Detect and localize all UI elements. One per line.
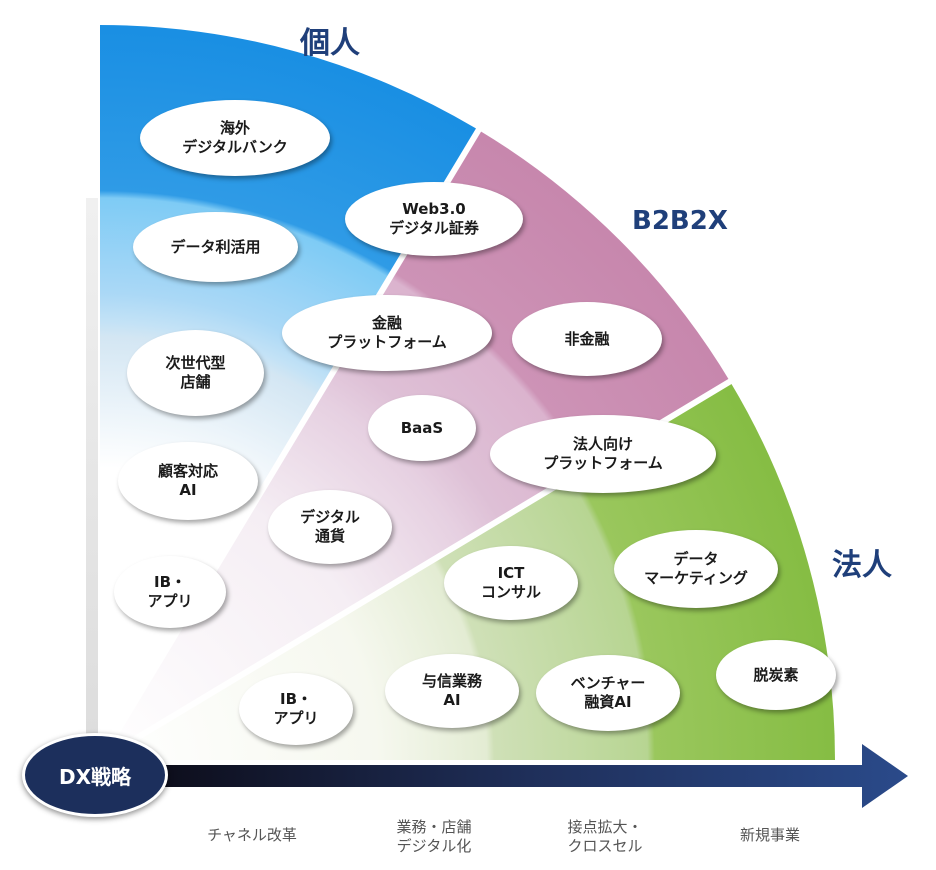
initiative-line: アプリ xyxy=(147,592,193,610)
initiative-next-gen-branch: 次世代型店舗 xyxy=(127,330,264,416)
initiative-line: デジタルバンク xyxy=(182,138,288,156)
fan-left-edge xyxy=(86,198,98,760)
initiative-line: 金融 xyxy=(371,314,402,332)
segment-label-b2b2x: B2B2X xyxy=(632,206,728,236)
initiative-data-marketing: データマーケティング xyxy=(614,530,778,608)
axis-stage-line: クロスセル xyxy=(567,837,643,855)
segment-label-corporate: 法人 xyxy=(832,548,892,583)
initiative-digital-currency: デジタル通貨 xyxy=(268,490,392,564)
initiative-ib-app-individual: IB・アプリ xyxy=(114,556,226,628)
axis-stage-label: 新規事業 xyxy=(700,826,840,845)
initiative-line: 与信業務 xyxy=(421,672,482,690)
initiative-line: 顧客対応 xyxy=(157,462,218,480)
initiative-line: 脱炭素 xyxy=(753,665,799,684)
initiative-line: コンサル xyxy=(480,583,541,601)
maturity-axis-arrow xyxy=(150,744,908,808)
initiative-line: データ利活用 xyxy=(170,237,261,256)
initiative-line: 非金融 xyxy=(564,329,610,348)
axis-stage-label: チャネル改革 xyxy=(182,826,322,845)
axis-stage-line: 新規事業 xyxy=(739,826,800,844)
axis-stage-line: 業務・店舗 xyxy=(396,818,472,836)
initiative-ib-app-corporate: IB・アプリ xyxy=(239,673,353,745)
axis-stage-label: 業務・店舗デジタル化 xyxy=(364,818,504,856)
initiative-line: デジタル xyxy=(300,508,360,526)
initiative-venture-financing-ai: ベンチャー融資AI xyxy=(536,655,680,731)
initiative-line: プラットフォーム xyxy=(327,333,447,351)
initiative-line: BaaS xyxy=(400,418,444,437)
initiative-line: ICT xyxy=(497,564,525,582)
initiative-line: デジタル証券 xyxy=(389,219,479,237)
initiative-line: アプリ xyxy=(273,709,319,727)
initiative-data-utilization: データ利活用 xyxy=(133,212,298,282)
initiative-overseas-digital-bank: 海外デジタルバンク xyxy=(140,100,330,176)
initiative-line: IB・ xyxy=(153,573,186,591)
initiative-line: Web3.0 xyxy=(402,200,466,218)
axis-stage-line: 接点拡大・ xyxy=(567,818,643,836)
initiative-line: 通貨 xyxy=(314,527,345,545)
initiative-line: AI xyxy=(443,691,461,709)
initiative-baas: BaaS xyxy=(368,395,476,461)
initiative-line: AI xyxy=(179,481,197,499)
initiative-line: 店舗 xyxy=(180,373,211,391)
initiative-line: プラットフォーム xyxy=(543,454,663,472)
initiative-financial-platform: 金融プラットフォーム xyxy=(282,295,492,371)
initiative-line: ベンチャー xyxy=(570,674,646,692)
initiative-line: 次世代型 xyxy=(165,354,226,372)
initiative-line: マーケティング xyxy=(644,569,748,587)
initiative-line: 海外 xyxy=(219,119,250,137)
initiative-corporate-platform: 法人向けプラットフォーム xyxy=(490,415,716,493)
initiative-line: IB・ xyxy=(279,690,312,708)
dx-strategy-badge: DX戦略 xyxy=(22,733,168,817)
initiative-non-financial: 非金融 xyxy=(512,302,662,376)
axis-arrow xyxy=(150,744,908,808)
segment-label-individual: 個人 xyxy=(300,26,360,61)
initiative-decarbonization: 脱炭素 xyxy=(716,640,836,710)
axis-stage-line: チャネル改革 xyxy=(207,826,297,844)
initiative-line: 融資AI xyxy=(584,693,632,711)
axis-stage-line: デジタル化 xyxy=(396,837,472,855)
initiative-line: データ xyxy=(673,550,719,568)
initiative-line: 法人向け xyxy=(572,435,633,453)
axis-stage-label: 接点拡大・クロスセル xyxy=(535,818,675,856)
